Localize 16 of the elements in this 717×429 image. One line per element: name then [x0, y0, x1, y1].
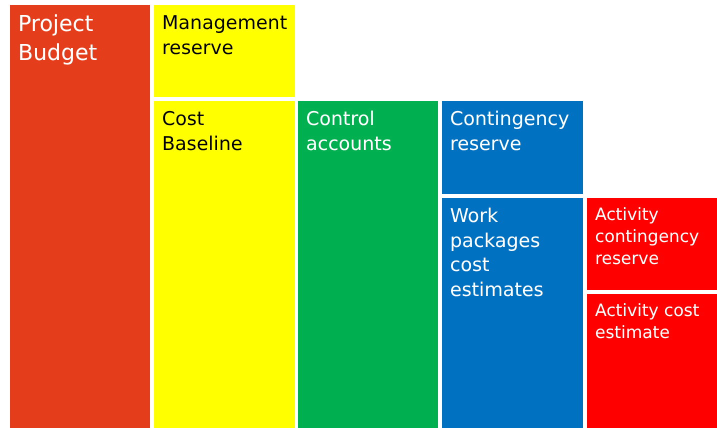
block-label: Activity contingency reserve	[595, 204, 700, 270]
block-label: Project Budget	[18, 11, 98, 68]
budget-block	[587, 198, 717, 290]
budget-block	[154, 101, 295, 428]
budget-block	[10, 5, 150, 428]
budget-block	[154, 5, 295, 97]
budget-block	[587, 294, 717, 428]
block-label: Cost Baseline	[162, 107, 244, 156]
budget-block	[442, 101, 583, 194]
budget-block	[442, 198, 583, 428]
block-label: Management reserve	[162, 11, 288, 60]
block-label: Work packages cost estimates	[450, 204, 545, 303]
block-label: Control accounts	[306, 107, 393, 156]
budget-block	[298, 101, 438, 428]
block-label: Contingency reserve	[450, 107, 570, 156]
block-label: Activity cost estimate	[595, 300, 700, 344]
